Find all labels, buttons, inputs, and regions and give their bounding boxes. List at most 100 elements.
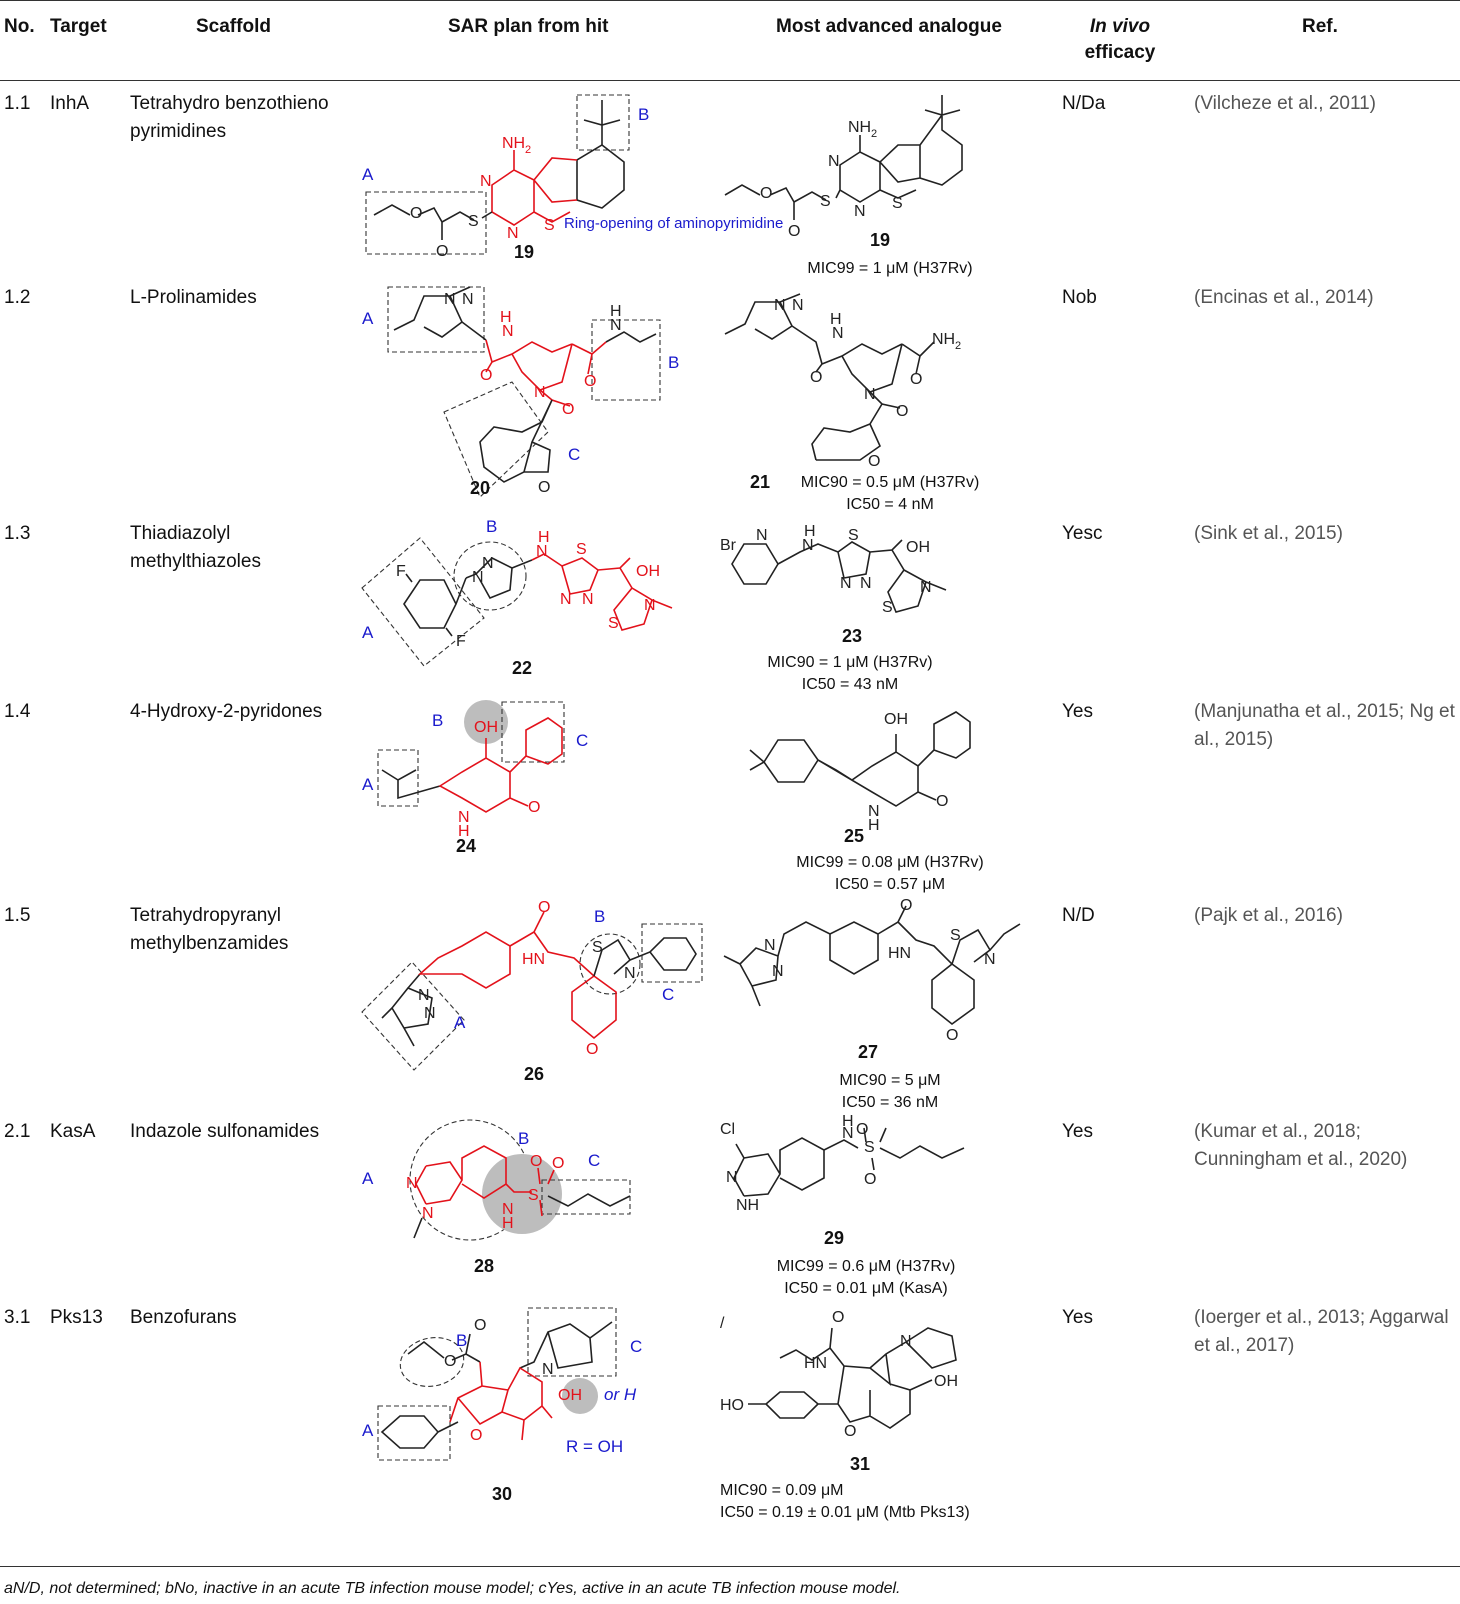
reference-link[interactable]: (Manjunatha et al., 2015; Ng et al., 201… [1194, 701, 1455, 750]
svg-text:H: H [458, 823, 470, 840]
svg-text:O: O [910, 371, 922, 388]
svg-text:N: N [868, 803, 880, 820]
svg-text:C: C [568, 445, 580, 464]
svg-text:N: N [900, 1333, 912, 1350]
svg-text:O: O [832, 1309, 844, 1326]
svg-text:S: S [864, 1139, 875, 1156]
svg-text:O: O [946, 1027, 958, 1044]
analogue-number: 19 [870, 230, 890, 250]
svg-text:N: N [542, 1361, 554, 1378]
activity: MIC90 = 0.09 μM IC50 = 0.19 ± 0.01 μM (M… [720, 1480, 1020, 1524]
svg-text:NH: NH [848, 119, 871, 136]
svg-text:O: O [586, 1041, 598, 1058]
svg-text:B: B [668, 353, 679, 372]
row-scaffold: Benzofurans [130, 1307, 237, 1328]
hit-note: R = OH [566, 1437, 623, 1456]
invivo-line1: In vivo [1089, 16, 1151, 37]
reference-link[interactable]: (Vilcheze et al., 2011) [1194, 93, 1377, 114]
col-header-invivo: In vivo efficacy [1070, 14, 1170, 66]
svg-text:N: N [842, 1125, 854, 1142]
row-no: 1.3 [4, 523, 31, 544]
svg-text:OH: OH [906, 539, 930, 556]
svg-text:N: N [418, 987, 430, 1004]
svg-text:O: O [856, 1121, 868, 1138]
svg-text:N: N [726, 1169, 738, 1186]
sar-label-a: A [362, 165, 374, 184]
reference-link[interactable]: (Encinas et al., 2014) [1194, 287, 1374, 308]
reference-link[interactable]: (Pajk et al., 2016) [1194, 905, 1343, 926]
svg-text:HN: HN [804, 1355, 827, 1372]
invivo: N/Da [1062, 93, 1106, 114]
hit-number: 20 [470, 478, 490, 498]
svg-text:A: A [362, 1421, 374, 1440]
svg-text:O: O [474, 1317, 486, 1334]
svg-text:N: N [920, 579, 932, 596]
svg-text:A: A [454, 1013, 466, 1032]
svg-text:N: N [828, 153, 840, 170]
analogue-number: 21 [750, 472, 770, 492]
activity-line: MIC90 = 0.09 μM [720, 1482, 844, 1499]
svg-text:H: H [830, 311, 842, 328]
bottom-rule [0, 1566, 1460, 1567]
svg-text:N: N [764, 937, 776, 954]
svg-text:O: O [844, 1423, 856, 1440]
svg-text:H: H [842, 1113, 854, 1130]
row-scaffold: L-Prolinamides [130, 287, 257, 308]
hit-structure-30: B C A O O N OH O or H R = OH R 30 [362, 1307, 642, 1504]
row-target: KasA [50, 1121, 96, 1142]
svg-text:C: C [662, 985, 674, 1004]
svg-text:O: O [896, 403, 908, 420]
svg-text:N: N [774, 297, 786, 314]
analogue-structure-29: Cl N NH NH S O O 29 [720, 1113, 965, 1248]
activity-line: IC50 = 43 nM [801, 676, 899, 693]
analogue-structure-25: OH NH O 25 [749, 711, 971, 846]
svg-text:NH: NH [502, 135, 525, 152]
svg-text:O: O [810, 369, 822, 386]
row-no: 3.1 [4, 1307, 31, 1328]
reference-link[interactable]: (Kumar et al., 2018; Cunningham et al., … [1194, 1121, 1408, 1170]
reference-link[interactable]: (Sink et al., 2015) [1194, 523, 1343, 544]
svg-text:OH: OH [884, 711, 908, 728]
svg-text:A: A [362, 775, 374, 794]
svg-text:O: O [584, 373, 596, 390]
svg-text:S: S [544, 217, 555, 234]
svg-text:N: N [610, 317, 622, 334]
svg-text:O: O [538, 479, 550, 496]
hit-structure-24: A B C OH NH O 24 [362, 700, 588, 856]
col-header-analogue: Most advanced analogue [776, 16, 1002, 37]
svg-text:N: N [422, 1205, 434, 1222]
svg-text:N: N [534, 384, 546, 401]
sar-label-b: B [638, 105, 649, 124]
svg-text:S: S [576, 541, 587, 558]
activity: MIC99 = 0.08 μM (H37Rv) IC50 = 0.57 μM [770, 852, 1010, 896]
analogue-number: 31 [850, 1454, 870, 1474]
svg-text:S: S [592, 939, 603, 956]
svg-text:O: O [788, 223, 800, 240]
svg-text:S: S [882, 599, 893, 616]
reference-link[interactable]: (Ioerger et al., 2013; Aggarwal et al., … [1194, 1307, 1449, 1356]
svg-text:F: F [456, 633, 466, 650]
svg-text:/: / [720, 1315, 725, 1332]
activity-line: IC50 = 4 nM [846, 496, 934, 513]
svg-text:A: A [362, 623, 374, 642]
activity-line: MIC99 = 1 μM (H37Rv) [807, 260, 973, 277]
sulfonamide-shade [482, 1154, 562, 1234]
svg-text:O: O [410, 205, 422, 222]
svg-text:N: N [756, 527, 768, 544]
svg-text:H: H [804, 523, 816, 540]
svg-text:N: N [644, 597, 656, 614]
svg-text:B: B [518, 1129, 529, 1148]
analogue-structure-31: / HN O N OH O HO 31 [720, 1309, 958, 1474]
svg-text:N: N [536, 543, 548, 560]
svg-text:C: C [576, 731, 588, 750]
svg-text:2: 2 [955, 340, 961, 352]
svg-text:NH: NH [736, 1197, 759, 1214]
svg-text:N: N [507, 225, 519, 242]
svg-text:N: N [582, 591, 594, 608]
svg-text:S: S [468, 213, 479, 230]
hit-number: 22 [512, 658, 532, 678]
svg-text:N: N [860, 575, 872, 592]
